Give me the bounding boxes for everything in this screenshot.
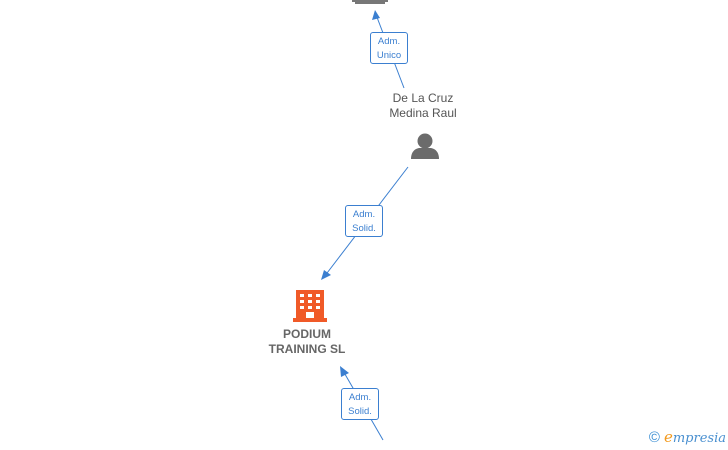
brand-initial: e (663, 428, 673, 446)
brand-name: mpresia (672, 431, 726, 446)
edge-label-bottom: Adm. Solid. (341, 388, 379, 420)
edge-label-line1: Adm. (352, 209, 376, 220)
person-name-label[interactable]: De La Cruz Medina Raul (389, 91, 457, 120)
edge-label-line1: Adm. (348, 392, 372, 403)
edge-label-line2: Solid. (352, 223, 376, 234)
building-icon[interactable] (293, 290, 327, 322)
edge-label-middle: Adm. Solid. (345, 205, 383, 237)
top-building-icon[interactable] (352, 0, 388, 4)
brand-footer: ©empresia (649, 428, 726, 446)
edge-label-line1: Adm. (377, 36, 401, 47)
edge-label-line2: Unico (376, 50, 402, 61)
company-name-label[interactable]: PODIUM TRAINING SL (268, 327, 346, 356)
copyright-symbol: © (648, 429, 660, 446)
person-icon[interactable] (411, 133, 439, 160)
edge-label-line2: Solid. (348, 406, 372, 417)
edge-label-top: Adm. Unico (370, 32, 408, 64)
